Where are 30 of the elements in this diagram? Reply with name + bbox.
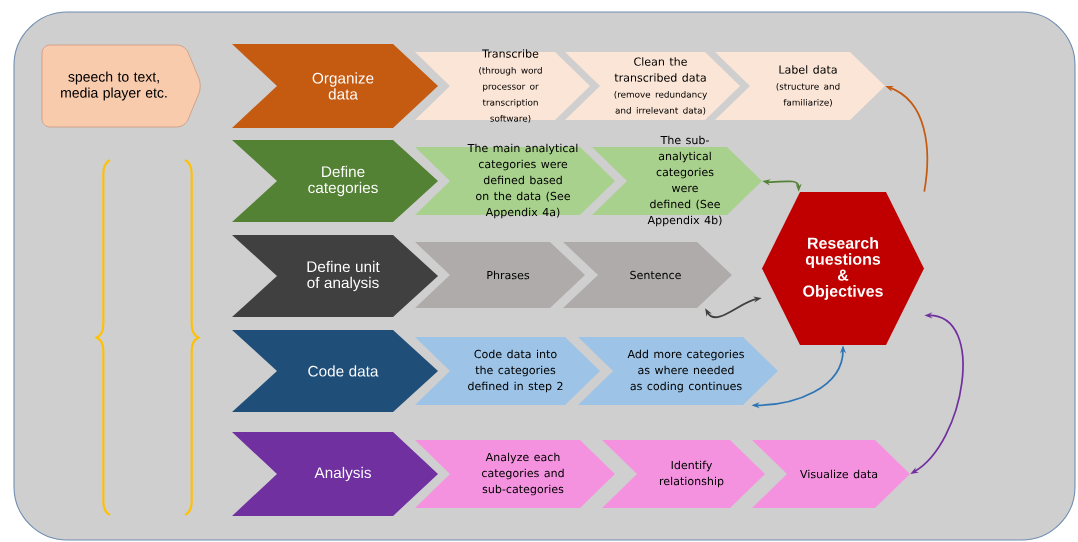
process-step: Define categories (232, 140, 438, 222)
node-label: analytical categories were defined (See (650, 151, 720, 210)
node-label: (remove redundancy and irrelevant data) (614, 90, 707, 115)
node-label: Transcribe (482, 49, 539, 58)
node-label: (through word processor or transcription software) (479, 66, 542, 123)
node-label: Label data (779, 65, 837, 74)
process-step: Phrases (415, 242, 585, 308)
node-label: Add more categories as where needed as coding continues (627, 349, 744, 393)
process-step: Visualize data (752, 440, 910, 508)
process-step: Analyze each categories and sub-categories (415, 440, 615, 508)
process-step: Clean the transcribed data (remove redundancy and irrelevant data) (565, 52, 740, 120)
node-label: The sub- (660, 135, 709, 145)
process-step: Code data into the categories defined in step 2 (415, 337, 600, 405)
process-step: Identify relationship (602, 440, 765, 508)
process-step: Add more categories as where needed as coding continues (578, 337, 778, 405)
node-label: Phrases (487, 270, 530, 280)
hexagon: Research questions & Objectives (762, 192, 924, 345)
process-step: Code data (232, 330, 438, 412)
process-step: Define unit of analysis (232, 235, 438, 317)
node-label: Sentence (630, 270, 681, 280)
node-label: (structure and familiarize) (776, 82, 840, 107)
node-label: Code data into the categories defined in step 2 (468, 349, 563, 393)
process-step: Label data (structure and familiarize) (715, 52, 885, 120)
node-label: The main analytical categories were defined based on the data (See Appendix 4a) (467, 143, 578, 219)
process-step: Organize data (232, 44, 438, 128)
process-step: Transcribe (through word processor or transcription software) (415, 49, 590, 123)
node-label: Clean the transcribed data (614, 57, 706, 82)
node-label: Appendix 4b) (647, 215, 722, 227)
process-step: Analysis (232, 432, 438, 516)
process-step: Sentence (563, 242, 732, 308)
